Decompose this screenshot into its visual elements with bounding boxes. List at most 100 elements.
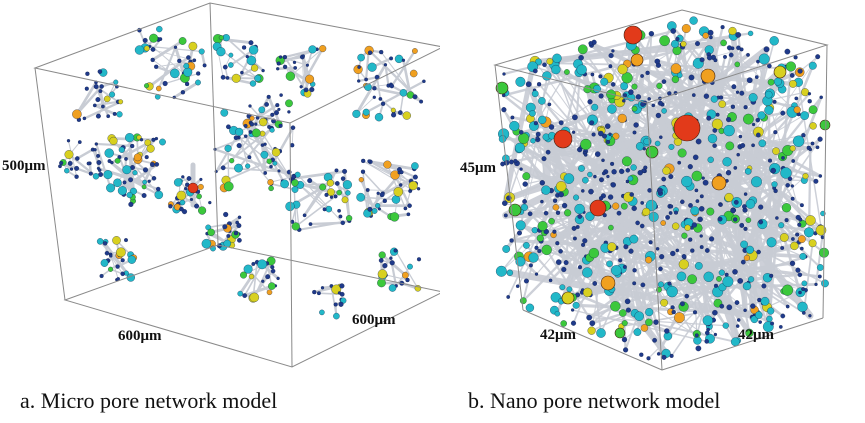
micro-pore [116,247,126,258]
nano-pore [795,232,800,237]
micro-pore [291,174,297,179]
nano-pore [757,111,766,120]
nano-pore [541,185,551,195]
nano-pore [676,271,687,282]
micro-pore [333,302,338,307]
micro-pore [383,63,388,67]
nano-pore [736,318,741,322]
nano-pore [699,234,703,238]
micro-pore [107,159,112,164]
nano-pore [610,182,616,188]
micro-pore [74,174,79,179]
micro-pore [114,157,121,164]
micro-pore [92,173,100,180]
micro-pore [235,127,244,136]
nano-pore [617,64,628,75]
nano-pore [576,64,587,75]
nano-pore [633,328,642,336]
nano-pore [592,281,598,286]
nano-pore [690,206,700,216]
nano-pore [570,308,575,312]
micro-pore [265,274,271,280]
micro-pore [268,185,274,192]
micro-pore [112,236,121,245]
nano-pore [771,181,778,188]
nano-pore [555,210,561,215]
nano-pore [495,265,507,277]
nano-pore [543,210,549,216]
nano-pore [522,181,528,187]
micro-pore [379,192,385,198]
nano-pore [573,194,580,201]
nano-pore [691,93,696,97]
nano-pore [647,188,652,193]
micro-pore [422,79,426,84]
micro-throat [364,49,370,81]
nano-pore [589,120,595,126]
micro-pore [276,61,281,66]
nano-pore [611,49,615,53]
nano-pore [582,287,593,298]
nano-pore [598,196,604,201]
nano-pore [509,238,514,243]
micro-pore [267,125,272,129]
micro-pore [305,63,309,67]
nano-pore [640,74,644,78]
micro-throat [172,81,200,99]
micro-pore [97,168,102,172]
nano-pore [639,352,644,357]
micro-pore [59,160,64,166]
micro-pore [325,205,333,213]
micro-pore [254,122,258,126]
nano-pore [622,264,627,269]
micro-pore [309,87,315,93]
nano-pore [610,161,615,166]
nano-pore [659,254,665,260]
nano-pore [778,222,785,229]
nano-pore [787,176,793,182]
nano-pore [588,247,600,259]
micro-pore [356,192,366,202]
nano-pore [735,324,740,328]
micro-pore [339,283,345,289]
nano-pore [706,207,715,216]
nano-pore [632,130,637,135]
micro-pore [272,160,278,166]
nano-pore [758,320,762,324]
micro-pore [329,195,334,199]
nano-pore [724,272,729,277]
nano-pore [767,307,775,315]
nano-pore [779,233,789,242]
micro-pore [208,200,212,205]
micro-throat [76,148,95,160]
nano-pore [713,283,719,288]
micro-pore [77,140,82,144]
micro-pore [93,148,97,152]
nano-pore [748,93,758,103]
micro-pore [149,33,159,43]
nano-pore [800,111,809,120]
micro-pore [113,79,119,85]
nano-pore [642,207,651,216]
nano-pore [510,115,515,120]
micro-pore [143,45,150,52]
nano-throat [506,69,803,201]
micro-pore [103,170,113,180]
micro-pore [293,66,298,70]
nano-pore [740,143,746,148]
nano-pore [797,68,803,74]
micro-pore [115,264,120,269]
micro-pore [266,158,273,165]
micro-pore [197,183,204,190]
nano-pore [792,135,805,147]
nano-throat [707,33,741,207]
micro-pore [407,263,413,270]
nano-pore [719,95,724,100]
micro-pore [88,171,93,176]
nano-pore [818,174,823,178]
nano-pore [695,41,700,47]
micro-pore [248,273,255,280]
nano-pore [813,178,819,184]
micro-throat [303,185,324,217]
micro-pore [268,282,276,290]
